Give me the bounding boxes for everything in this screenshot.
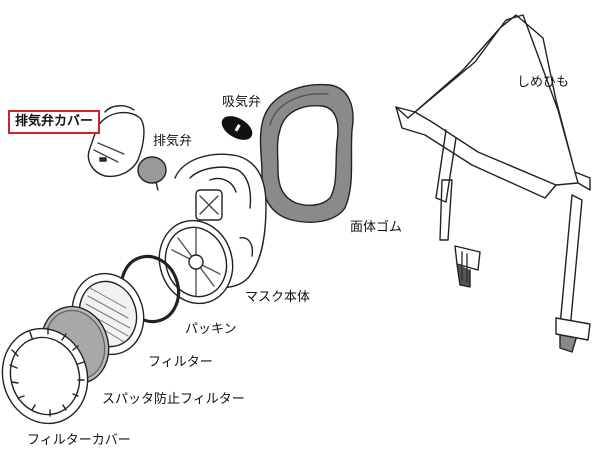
headband: [395, 14, 591, 353]
face-rubber: [259, 83, 354, 223]
label-exhaust-valve: 排気弁: [153, 134, 193, 149]
intake-valve: [221, 116, 253, 140]
label-filter-cover: フィルターカバー: [27, 433, 131, 448]
label-headband: しめひも: [517, 75, 570, 90]
label-face-rubber: 面体ゴム: [350, 220, 403, 235]
label-exhaust-valve-cover: 排気弁カバー: [8, 110, 101, 134]
label-intake-valve: 吸気弁: [222, 95, 262, 110]
exhaust-valve-disc: [137, 156, 167, 191]
label-spatter-filter: スパッタ防止フィルター: [102, 392, 245, 407]
label-mask-body: マスク本体: [245, 290, 311, 305]
label-gasket: パッキン: [185, 322, 237, 337]
label-filter: フィルター: [148, 355, 213, 370]
exhaust-valve-cover: [87, 105, 145, 178]
filter-cover: [1, 327, 89, 425]
